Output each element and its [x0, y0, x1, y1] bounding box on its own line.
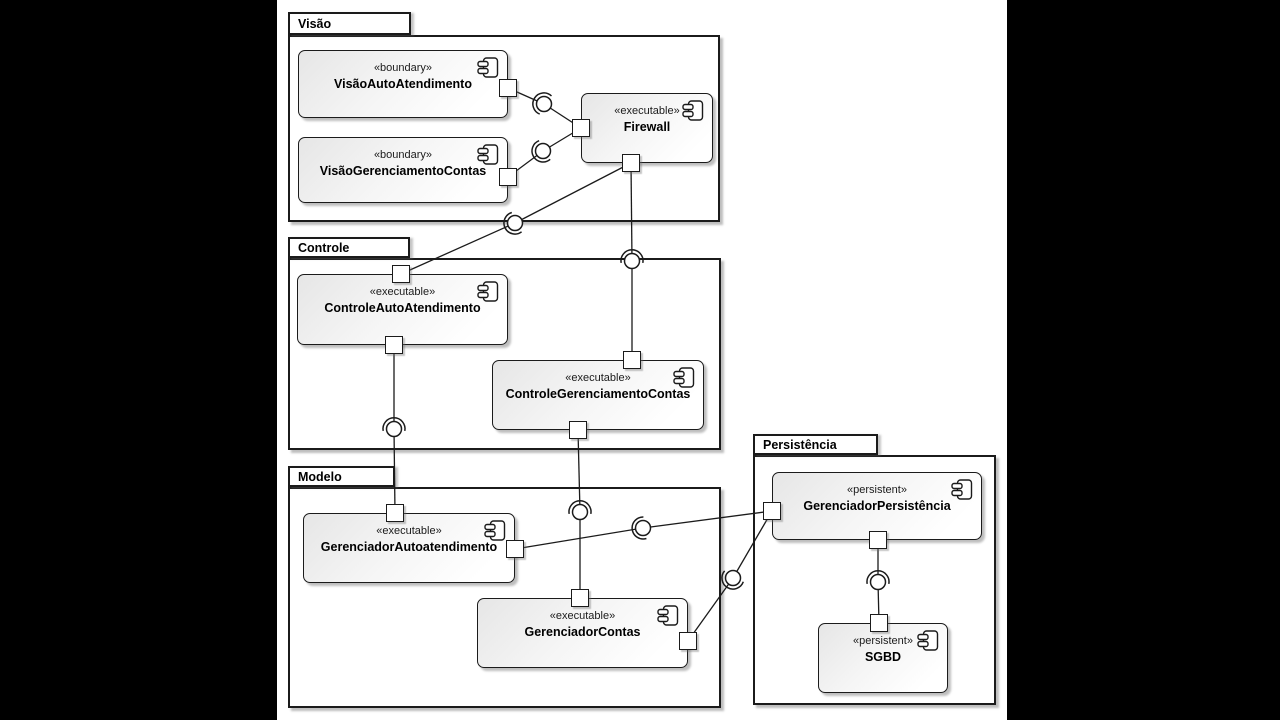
component-name: GerenciadorContas [524, 624, 641, 639]
component-port [499, 168, 517, 186]
component-stereotype: «executable» [565, 372, 631, 384]
component-visaoautoatendimento: «boundary» VisãoAutoAtendimento [298, 50, 508, 118]
uml-component-icon [673, 367, 695, 388]
package-tab-visao: Visão [288, 12, 411, 35]
component-gerenciadorautoatendimento: «executable» GerenciadorAutoatendimento [303, 513, 515, 583]
component-stereotype: «boundary» [373, 62, 433, 74]
component-port [572, 119, 590, 137]
component-port [623, 351, 641, 369]
component-stereotype: «executable» [376, 525, 442, 537]
uml-component-icon [657, 605, 679, 626]
component-sgbd: «persistent» SGBD [818, 623, 948, 693]
component-stereotype: «executable» [614, 105, 680, 117]
component-name: ControleAutoAtendimento [324, 300, 481, 315]
uml-component-icon [484, 520, 506, 541]
component-stereotype: «executable» [549, 610, 616, 622]
component-stereotype: «persistent» [847, 484, 907, 496]
component-port [679, 632, 697, 650]
component-name: ControleGerenciamentoContas [505, 386, 691, 401]
uml-component-icon [477, 57, 499, 78]
component-port [571, 589, 589, 607]
component-firewall: «executable» Firewall [581, 93, 713, 163]
component-name: SGBD [864, 649, 902, 664]
component-name: Firewall [623, 119, 671, 134]
component-port [763, 502, 781, 520]
component-port [392, 265, 410, 283]
component-stereotype: «boundary» [373, 149, 433, 161]
component-controlegerenciamentocontas: «executable» ControleGerenciamentoContas [492, 360, 704, 430]
component-name: GerenciadorAutoatendimento [320, 539, 498, 554]
uml-component-icon [951, 479, 973, 500]
package-tab-persistencia: Persistência [753, 434, 878, 455]
uml-component-icon [682, 100, 704, 121]
component-stereotype: «executable» [369, 286, 436, 298]
component-port [499, 79, 517, 97]
package-label: Modelo [298, 469, 342, 484]
component-stereotype: «persistent» [853, 635, 913, 647]
package-tab-controle: Controle [288, 237, 410, 258]
component-name: VisãoAutoAtendimento [334, 76, 472, 91]
uml-component-icon [477, 144, 499, 165]
package-label: Persistência [763, 437, 837, 452]
component-controleautoatendimento: «executable» ControleAutoAtendimento [297, 274, 508, 345]
component-port [569, 421, 587, 439]
component-visaogerenciamentocontas: «boundary» VisãoGerenciamentoContas [298, 137, 508, 203]
component-port [870, 614, 888, 632]
component-port [385, 336, 403, 354]
uml-component-icon [917, 630, 939, 651]
component-port [869, 531, 887, 549]
component-name: GerenciadorPersistência [803, 498, 951, 513]
package-label: Visão [298, 16, 332, 31]
package-tab-modelo: Modelo [288, 466, 395, 487]
component-name: VisãoGerenciamentoContas [319, 163, 487, 178]
component-gerenciadorpersistencia: «persistent» GerenciadorPersistência [772, 472, 982, 540]
component-port [622, 154, 640, 172]
package-label: Controle [298, 240, 350, 255]
component-port [506, 540, 524, 558]
component-gerenciadorcontas: «executable» GerenciadorContas [477, 598, 688, 668]
uml-component-icon [477, 281, 499, 302]
component-port [386, 504, 404, 522]
